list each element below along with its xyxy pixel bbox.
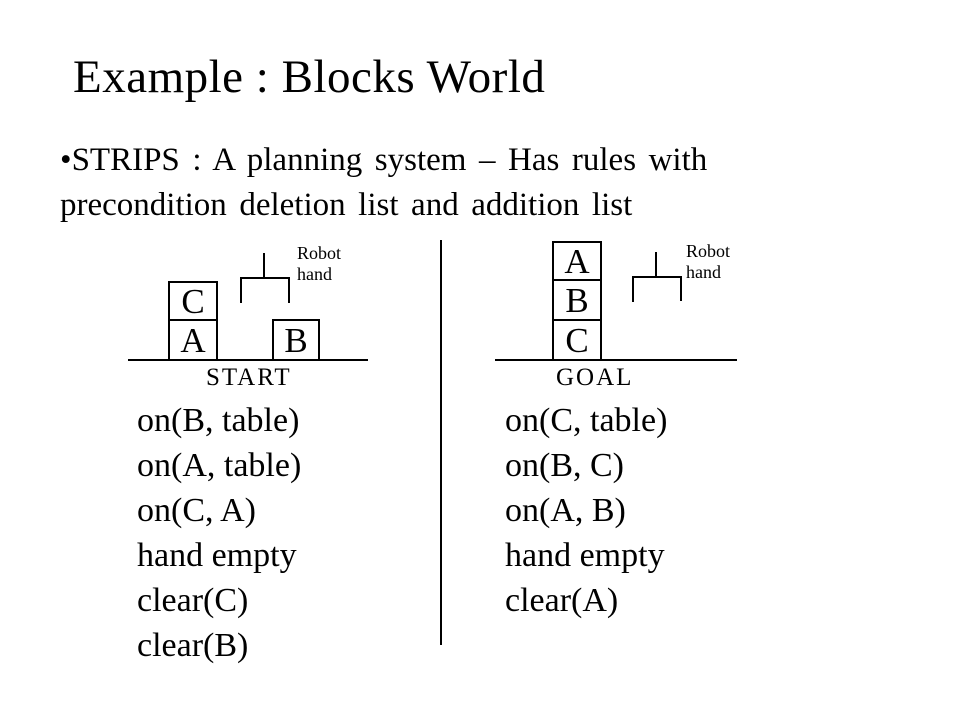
bullet-paragraph: •STRIPS : A planning system – Has rules … <box>60 138 770 228</box>
predicate-item: on(C, A) <box>137 492 256 529</box>
robot-hand-prong-right <box>288 277 290 303</box>
block-c: C <box>168 281 218 321</box>
predicate-item: clear(A) <box>505 582 619 619</box>
goal-predicate-list: on(C, table) on(B, C) on(A, B) hand empt… <box>505 398 667 623</box>
slide-title: Example : Blocks World <box>73 51 546 103</box>
robot-hand-label: Robot hand <box>297 243 342 284</box>
robot-hand-prong-right <box>680 276 682 301</box>
predicate-item: on(A, B) <box>505 492 626 529</box>
bullet-text-line-1: STRIPS : A planning system – Has rules w… <box>71 142 708 178</box>
block-c: C <box>552 319 602 361</box>
predicate-item: on(A, table) <box>137 447 302 484</box>
predicate-item: on(B, C) <box>505 447 624 484</box>
block-a: A <box>552 241 602 281</box>
predicate-item: on(B, table) <box>137 402 300 439</box>
predicate-item: on(C, table) <box>505 402 668 439</box>
robot-hand-bar <box>240 277 290 279</box>
predicate-item: hand empty <box>505 537 665 574</box>
block-a: A <box>168 319 218 361</box>
table-line <box>495 359 737 361</box>
predicate-item: clear(B) <box>137 627 249 664</box>
robot-hand-stem <box>263 253 265 279</box>
goal-state-label: GOAL <box>556 364 634 391</box>
predicate-item: clear(C) <box>137 582 249 619</box>
robot-hand-bar <box>632 276 682 278</box>
block-b: B <box>552 279 602 321</box>
block-b: B <box>272 319 320 361</box>
bullet-line-1: •STRIPS : A planning system – Has rules … <box>60 138 770 183</box>
start-state-label: START <box>206 364 292 391</box>
robot-hand-stem <box>655 252 657 278</box>
robot-hand-prong-left <box>240 277 242 303</box>
table-line <box>128 359 368 361</box>
predicate-item: hand empty <box>137 537 297 574</box>
robot-hand-label: Robot hand <box>686 241 731 282</box>
robot-hand-prong-left <box>632 276 634 302</box>
bullet-marker: • <box>60 142 72 178</box>
start-predicate-list: on(B, table) on(A, table) on(C, A) hand … <box>137 398 301 668</box>
bullet-text-line-2: precondition deletion list and addition … <box>60 187 633 223</box>
divider-line <box>440 240 442 645</box>
